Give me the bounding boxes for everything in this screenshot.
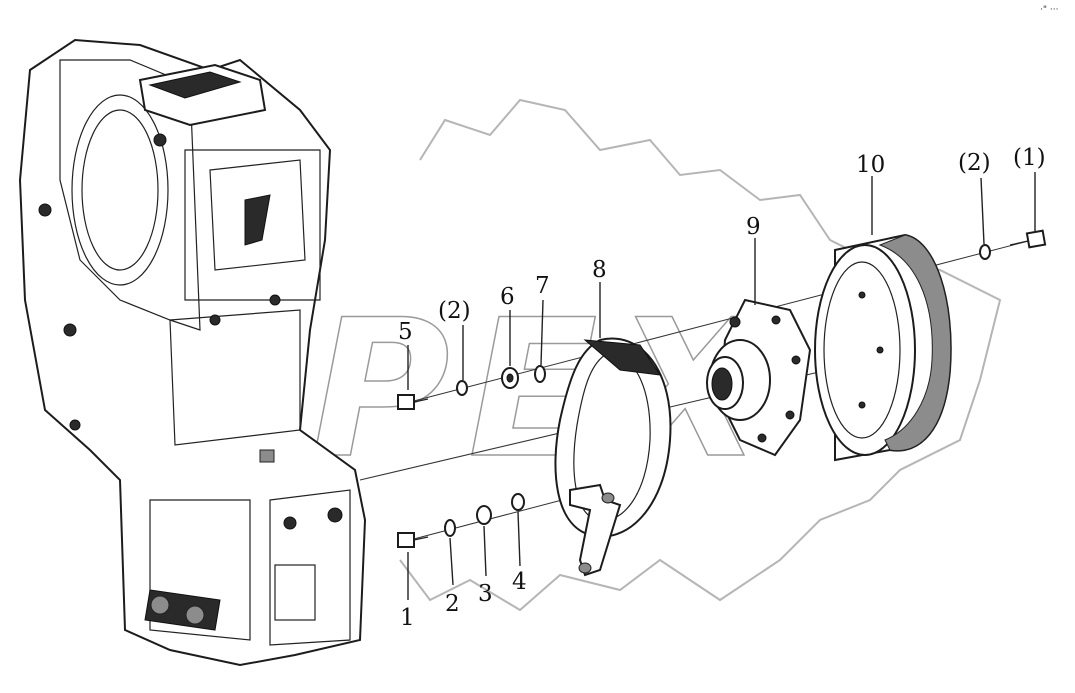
callout-labels: 1 2 3 4 5 (2) 6 7 8 9 10 (2) (1) (398, 145, 1046, 631)
callout-3: 3 (478, 581, 493, 607)
callout-1-paren-right: (1) (1013, 145, 1046, 171)
callout-5: 5 (398, 319, 413, 345)
callout-6: 6 (500, 284, 515, 310)
part-3-washer (476, 505, 492, 525)
callout-2: 2 (445, 591, 460, 617)
callout-2-paren-upper: (2) (438, 298, 471, 324)
leader-lines (407, 172, 1036, 600)
callout-10: 10 (856, 152, 885, 178)
callout-2-paren-right: (2) (958, 150, 991, 176)
callout-1: 1 (400, 605, 415, 631)
part-5-bolt (397, 394, 429, 410)
transmission-housing (18, 38, 367, 667)
watermark-gear-outline (399, 98, 1002, 612)
part-6-washer (501, 367, 519, 389)
part-2-washer-right (979, 244, 991, 260)
part-1-bolt-right (1009, 229, 1047, 249)
part-8-brake-band (554, 337, 672, 577)
part-9-hub (706, 298, 812, 457)
callout-8: 8 (592, 257, 607, 283)
callout-9: 9 (746, 214, 761, 240)
part-4-nut (511, 493, 525, 511)
part-7-ring (534, 365, 546, 383)
part-1-bolt (397, 532, 429, 548)
part-10-drum (814, 233, 952, 462)
callout-7: 7 (535, 273, 550, 299)
part-2-washer-upper (456, 380, 468, 396)
part-2-washer (444, 519, 456, 537)
callout-4: 4 (512, 569, 527, 595)
corner-mark: ·" ··· (1040, 5, 1058, 15)
